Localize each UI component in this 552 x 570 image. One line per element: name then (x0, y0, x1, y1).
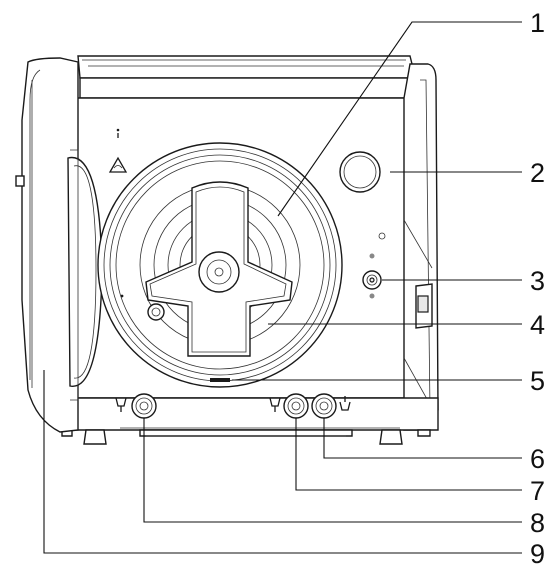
callout-9: 9 (530, 539, 545, 569)
callout-8: 8 (530, 508, 545, 538)
callout-4: 4 (530, 310, 545, 340)
control-button (362, 232, 386, 299)
callout-2: 2 (530, 158, 545, 188)
callout-5: 5 (530, 366, 545, 396)
callout-6: 6 (530, 444, 545, 474)
info-icon (116, 128, 120, 138)
callout-1: 1 (530, 8, 545, 38)
fill-cup-icon (339, 396, 351, 411)
warning-triangle-icon (108, 156, 128, 173)
tray-holder (120, 181, 293, 357)
callout-7: 7 (530, 476, 545, 506)
callout-labels: 1 2 3 4 5 6 7 8 9 (530, 8, 545, 569)
drain-cup-icon (115, 397, 127, 412)
leader-lines (43, 21, 522, 554)
display-window (339, 151, 381, 193)
callout-3: 3 (530, 266, 545, 296)
door-lock-marker (210, 378, 230, 382)
left-drain-connector (115, 393, 157, 419)
door (15, 57, 128, 433)
